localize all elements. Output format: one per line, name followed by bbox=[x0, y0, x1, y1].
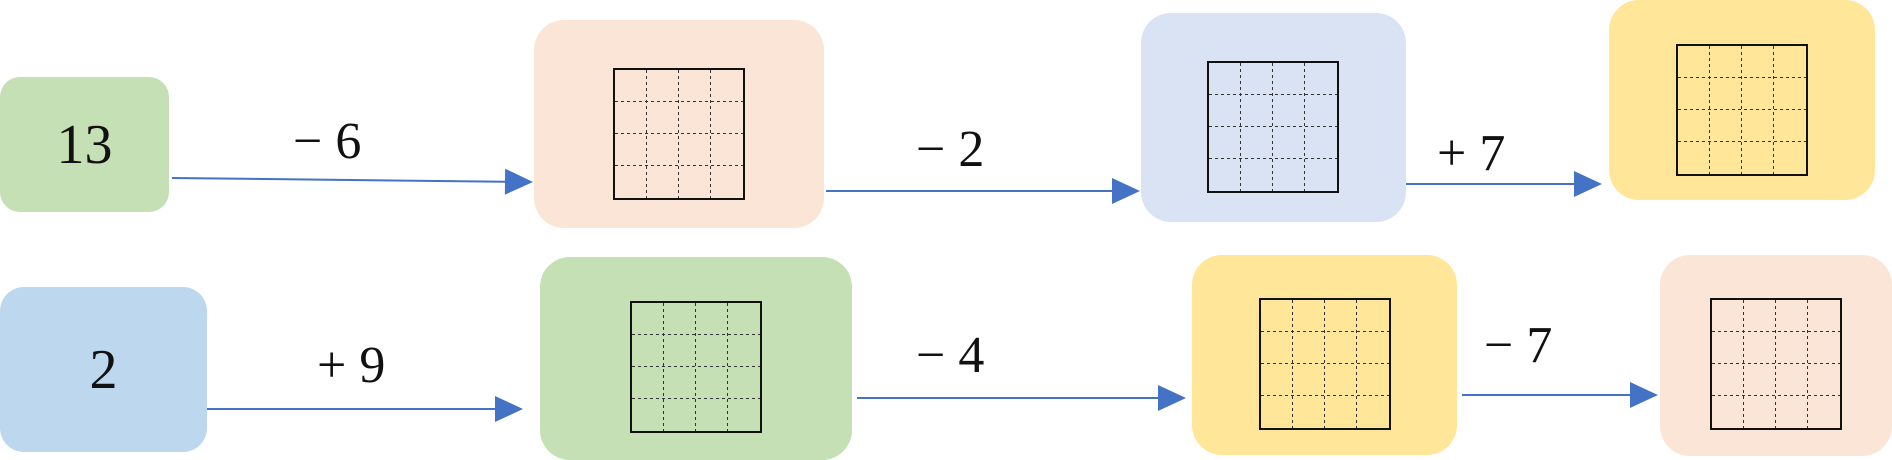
start-value-row1: 13 bbox=[56, 113, 113, 176]
arrow-row1-step2 bbox=[826, 178, 1140, 204]
arrow-row1-step3 bbox=[1406, 171, 1602, 197]
operation-label-row2-step1: + 9 bbox=[317, 337, 386, 394]
operation-label-row1-step1: − 6 bbox=[293, 113, 362, 170]
start-box-row1 bbox=[0, 77, 169, 212]
arrow-row1-step1 bbox=[171, 168, 533, 195]
start-value-row2: 2 bbox=[89, 338, 118, 401]
arrow-row2-step1 bbox=[207, 396, 523, 422]
operation-label-row2-step2: − 4 bbox=[916, 327, 985, 384]
operation-label-row1-step2: − 2 bbox=[916, 121, 985, 178]
answer-grid-row2-step1[interactable] bbox=[630, 301, 762, 433]
answer-grid-row2-step2[interactable] bbox=[1259, 298, 1391, 430]
start-box-row2 bbox=[0, 287, 207, 452]
answer-grid-row1-step2[interactable] bbox=[1207, 61, 1339, 193]
answer-grid-row1-step1[interactable] bbox=[613, 68, 745, 200]
answer-grid-row1-step3[interactable] bbox=[1676, 44, 1808, 176]
operation-label-row2-step3: − 7 bbox=[1484, 317, 1553, 374]
arrow-row2-step2 bbox=[857, 385, 1186, 411]
operation-label-row1-step3: + 7 bbox=[1437, 125, 1506, 182]
answer-grid-row2-step3[interactable] bbox=[1710, 298, 1842, 430]
arrow-row2-step3 bbox=[1462, 382, 1658, 408]
